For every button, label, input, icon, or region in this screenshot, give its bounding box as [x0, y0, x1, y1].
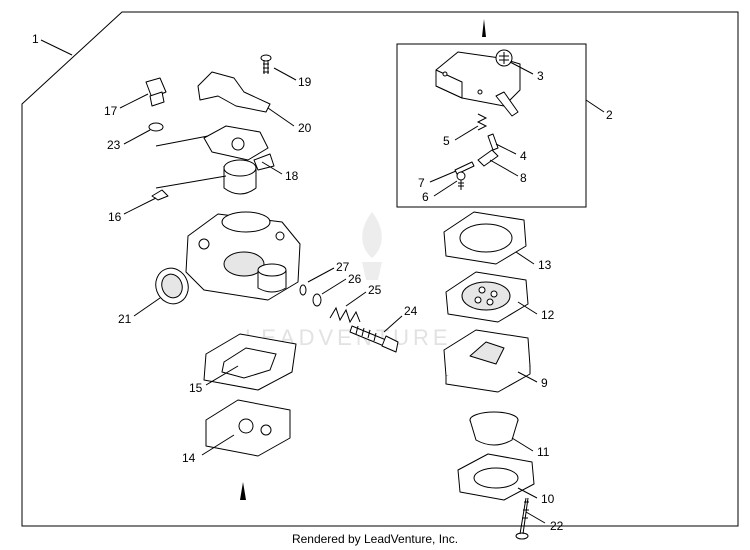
- label-27: 27: [336, 260, 350, 274]
- part-primer-cup: [469, 411, 519, 446]
- up-arrow-icon: [240, 482, 246, 500]
- label-13: 13: [538, 258, 552, 272]
- part-spring-25: [329, 306, 361, 324]
- label-4: 4: [520, 149, 527, 163]
- label-24: 24: [404, 304, 418, 318]
- label-2: 2: [606, 108, 613, 122]
- part-small-screw: [456, 171, 466, 190]
- part-clip: [151, 189, 169, 201]
- footer-credit: Rendered by LeadVenture, Inc.: [291, 532, 459, 546]
- part-plug: [145, 77, 167, 107]
- part-pin: [454, 161, 475, 175]
- label-5: 5: [443, 134, 450, 148]
- part-spring: [476, 113, 488, 131]
- label-6: 6: [422, 190, 429, 204]
- label-1: 1: [32, 32, 39, 46]
- label-7: 7: [418, 176, 425, 190]
- label-19: 19: [298, 75, 312, 89]
- part-throttle-bracket: [197, 71, 271, 113]
- part-carburetor-body: [185, 211, 301, 301]
- part-washer: [148, 122, 164, 132]
- label-20: 20: [298, 121, 312, 135]
- inset-box: [396, 43, 587, 208]
- label-11: 11: [537, 445, 550, 459]
- part-lever: [477, 149, 499, 167]
- part-metering-plate-14: [205, 399, 291, 457]
- part-o-ring: [299, 284, 307, 296]
- label-18: 18: [285, 169, 299, 183]
- leader-lines: [40, 39, 605, 524]
- callout-labels: 1 2 3 4 5 6 7 8 9 10 11 12 13 14 15 16 1…: [32, 32, 613, 533]
- label-8: 8: [520, 171, 527, 185]
- label-10: 10: [541, 492, 555, 506]
- label-22: 22: [550, 519, 564, 533]
- label-9: 9: [541, 376, 548, 390]
- label-3: 3: [537, 69, 544, 83]
- label-21: 21: [118, 312, 132, 326]
- outer-frame: [21, 11, 739, 527]
- part-washer-26: [312, 293, 322, 307]
- label-25: 25: [368, 283, 382, 297]
- part-seal-ring: [155, 267, 189, 305]
- label-26: 26: [348, 272, 362, 286]
- label-23: 23: [107, 138, 121, 152]
- part-gasket-15: [203, 333, 297, 391]
- label-14: 14: [182, 451, 196, 465]
- part-inlet-assembly: [203, 125, 275, 195]
- part-adjusting-screw: [349, 325, 399, 353]
- part-pump-cover: [435, 49, 521, 117]
- part-screw-19: [260, 54, 272, 74]
- part-pump-body-9: [443, 329, 531, 393]
- label-15: 15: [189, 381, 203, 395]
- part-cup-retainer: [457, 453, 535, 501]
- part-gasket-13: [443, 211, 527, 265]
- part-diaphragm-12: [445, 271, 529, 323]
- label-17: 17: [104, 104, 118, 118]
- label-16: 16: [108, 210, 122, 224]
- label-12: 12: [541, 308, 555, 322]
- up-arrow-icon: [482, 19, 486, 37]
- part-needle: [487, 133, 499, 151]
- watermark-logo: [362, 212, 382, 280]
- part-long-screw: [515, 497, 529, 540]
